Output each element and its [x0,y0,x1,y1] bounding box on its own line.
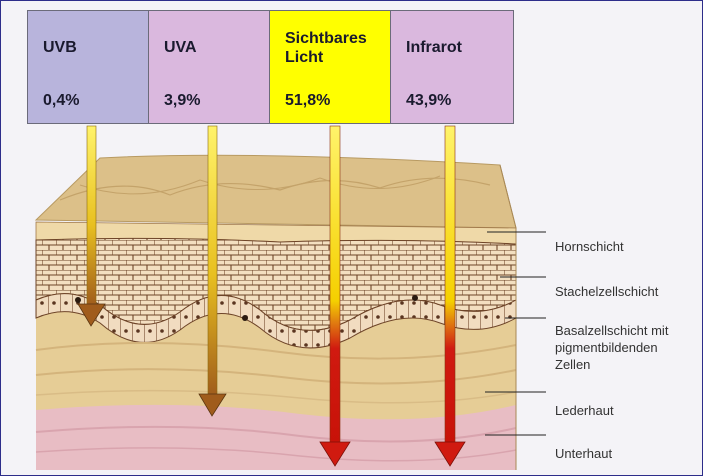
label-stachelzellschicht: Stachelzellschicht [555,283,658,300]
infrared-percent: 43,9% [406,91,451,110]
radiation-boxes: UVB 0,4% UVA 3,9% Sichtbares Licht 51,8%… [27,10,515,126]
label-unterhaut: Unterhaut [555,445,612,462]
visible-light-box: Sichtbares Licht 51,8% [269,10,391,124]
infrared-box: Infrarot 43,9% [390,10,514,124]
visible-light-label-line1: Sichtbares [285,29,390,48]
uva-label: UVA [164,38,269,57]
label-basal-line3: Zellen [555,356,590,373]
uva-box: UVA 3,9% [148,10,270,124]
label-basal-line2: pigmentbildenden [555,339,658,356]
label-basal-line1: Basalzellschicht mit [555,322,668,339]
label-hornschicht: Hornschicht [555,238,624,255]
visible-light-label-line2: Licht [285,48,390,67]
uva-percent: 3,9% [164,91,200,110]
label-lederhaut: Lederhaut [555,402,614,419]
infrared-label: Infrarot [406,38,513,57]
visible-light-percent: 51,8% [285,91,330,110]
uvb-percent: 0,4% [43,91,79,110]
uvb-box: UVB 0,4% [27,10,149,124]
uvb-label: UVB [43,38,148,57]
